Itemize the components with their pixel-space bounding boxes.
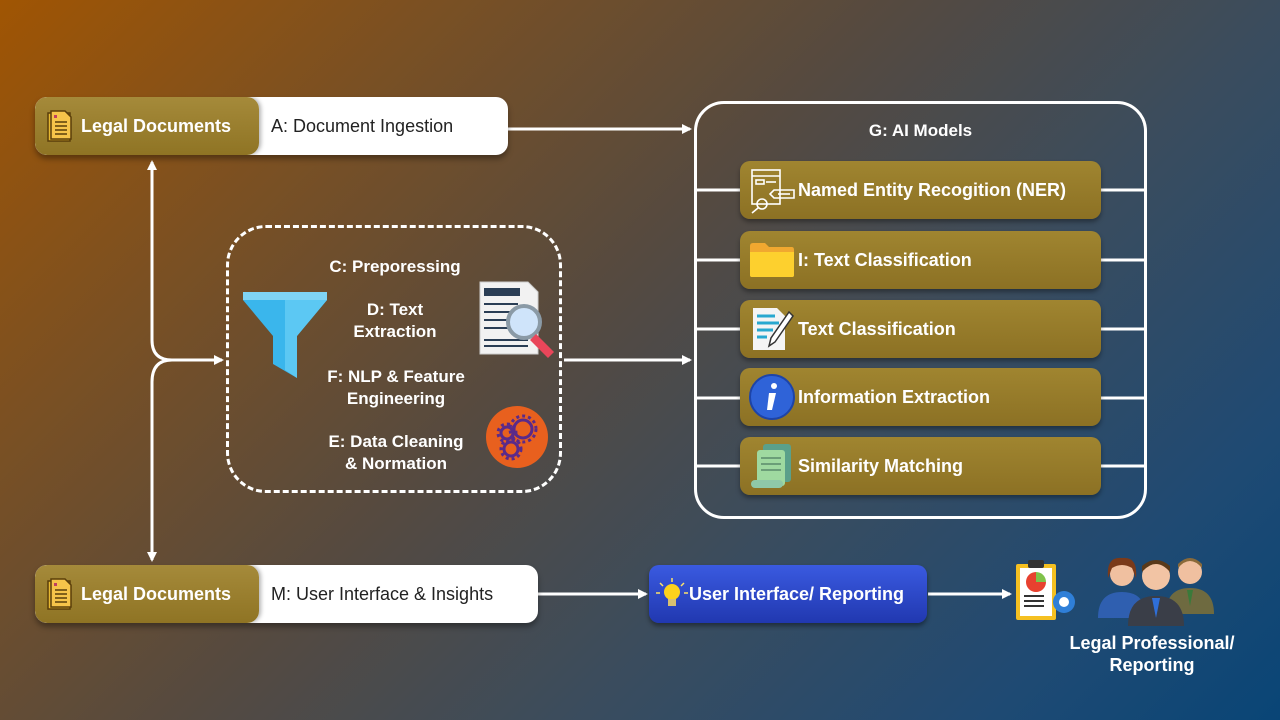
source-label: Legal Documents <box>81 583 232 604</box>
document-icon <box>47 578 73 610</box>
entity-search-icon <box>746 166 798 214</box>
model-text-classification-i[interactable]: I: Text Classification <box>740 231 1101 289</box>
document-search-icon <box>478 280 562 365</box>
model-label: I: Text Classification <box>798 249 972 270</box>
caption-line: Reporting <box>1109 655 1195 675</box>
step-line: & Normation <box>345 454 447 473</box>
model-label: Text Classification <box>798 318 956 339</box>
legal-professional-caption: Legal Professional/ Reporting <box>1040 632 1264 676</box>
info-icon <box>746 373 798 421</box>
person-center <box>1128 560 1184 626</box>
legal-documents-source[interactable]: Legal Documents <box>35 565 259 623</box>
legal-documents-source[interactable]: Legal Documents <box>35 97 259 155</box>
step-line: F: NLP & Feature <box>327 367 465 386</box>
model-label: Information Extraction <box>798 386 991 407</box>
step-line: E: Data Cleaning <box>328 432 464 451</box>
model-label: Similarity Matching <box>798 455 964 476</box>
source-label: Legal Documents <box>81 115 232 136</box>
step-line: Engineering <box>346 389 446 408</box>
legal-professionals-icon <box>1094 554 1218 631</box>
folder-icon <box>746 236 798 284</box>
ai-models-title: G: AI Models <box>868 121 973 140</box>
model-information-extraction[interactable]: Information Extraction <box>740 368 1101 426</box>
ui-reporting-label: User Interface/ Reporting <box>689 583 905 604</box>
lightbulb-icon <box>655 577 689 611</box>
stage-label: A: Document Ingestion <box>271 115 454 136</box>
preprocessing-group <box>226 225 562 493</box>
report-clipboard-icon <box>1014 558 1080 627</box>
funnel-icon <box>243 292 329 383</box>
user-interface-reporting-button[interactable]: User Interface/ Reporting <box>649 565 927 623</box>
document-icon <box>47 110 73 142</box>
document-ingestion-node[interactable]: Legal Documents A: Document Ingestion <box>35 97 508 155</box>
step-text-extraction: D: Text Extraction <box>330 299 460 343</box>
step-line: D: Text <box>366 300 424 319</box>
arrow-to-top-legal-docs <box>150 339 173 362</box>
ai-models-group <box>694 101 1147 519</box>
preprocessing-title: C: Preporessing <box>329 257 461 276</box>
user-interface-insights-node[interactable]: Legal Documents M: User Interface & Insi… <box>35 565 538 623</box>
stage-label: M: User Interface & Insights <box>271 583 494 604</box>
caption-line: Legal Professional/ <box>1069 633 1235 653</box>
step-line: Extraction <box>353 322 437 341</box>
scroll-docs-icon <box>746 442 798 490</box>
document-edit-icon <box>746 305 798 353</box>
step-data-cleaning: E: Data Cleaning & Normation <box>308 431 484 475</box>
step-nlp-feature: F: NLP & Feature Engineering <box>308 366 484 410</box>
model-text-classification[interactable]: Text Classification <box>740 300 1101 358</box>
gears-icon <box>485 405 549 474</box>
model-similarity-matching[interactable]: Similarity Matching <box>740 437 1101 495</box>
model-label: Named Entity Recogition (NER) <box>798 179 1067 200</box>
model-ner[interactable]: Named Entity Recogition (NER) <box>740 161 1101 219</box>
